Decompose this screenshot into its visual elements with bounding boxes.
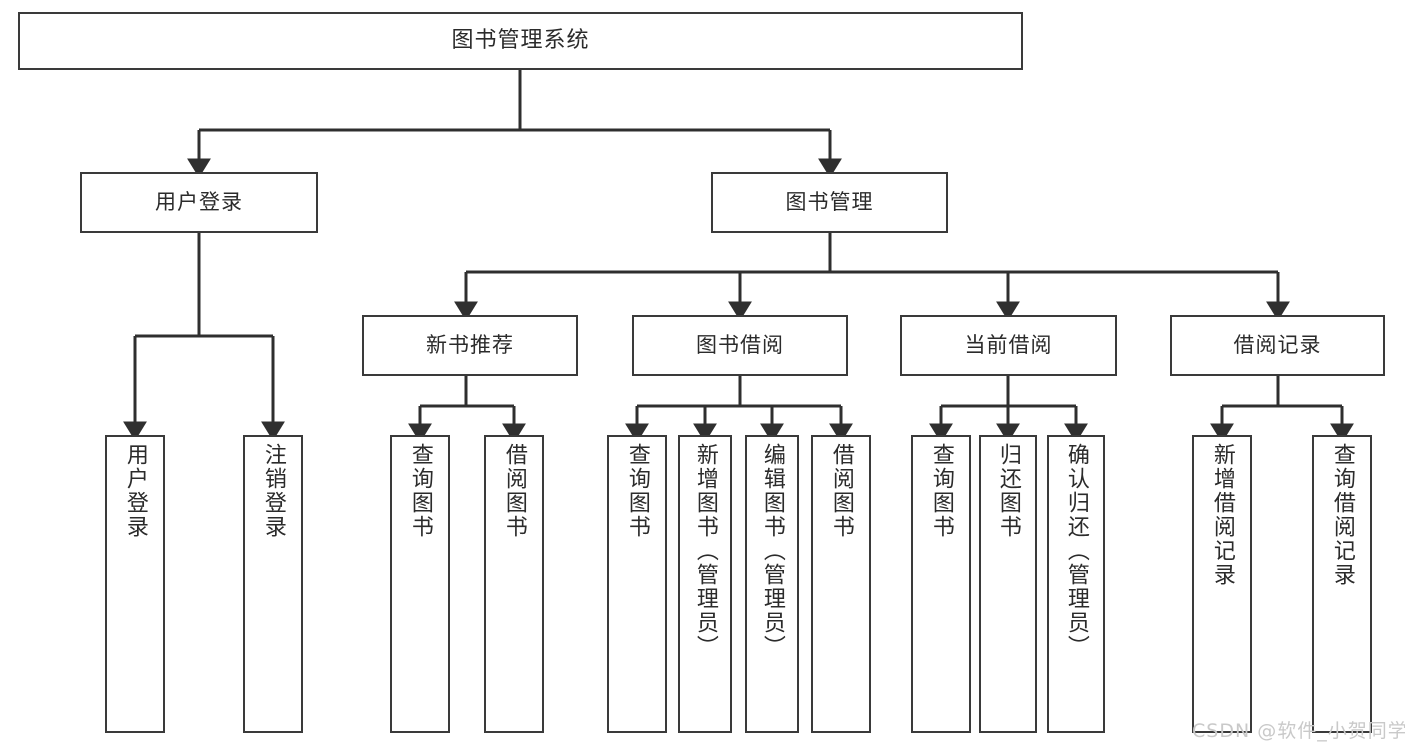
node-label: 当前借阅 — [964, 332, 1053, 357]
node-label: 新书推荐 — [426, 332, 514, 357]
node-leaf-query-book-1[interactable]: 查询图书 — [390, 435, 450, 733]
node-label: 借阅图书 — [828, 443, 854, 539]
node-root-system[interactable]: 图书管理系统 — [18, 12, 1023, 70]
node-leaf-logout-login[interactable]: 注销登录 — [243, 435, 303, 733]
csdn-watermark: CSDN @软件_小贺同学 — [1192, 720, 1405, 742]
node-label: 注销登录 — [260, 443, 286, 539]
node-leaf-user-login[interactable]: 用户登录 — [105, 435, 165, 733]
node-label: 查询图书 — [928, 443, 954, 539]
node-label: 图书管理 — [785, 189, 874, 214]
node-user-login[interactable]: 用户登录 — [80, 172, 318, 233]
node-leaf-edit-book[interactable]: 编辑图书（管理员） — [745, 435, 799, 733]
node-leaf-confirm-return[interactable]: 确认归还（管理员） — [1047, 435, 1105, 733]
node-label: 查询图书 — [407, 443, 433, 539]
node-leaf-borrow-book-2[interactable]: 借阅图书 — [811, 435, 871, 733]
node-label: 图书管理系统 — [451, 27, 590, 53]
node-label: 确认归还（管理员） — [1063, 443, 1089, 659]
node-leaf-query-book-2[interactable]: 查询图书 — [607, 435, 667, 733]
node-leaf-return-book[interactable]: 归还图书 — [979, 435, 1037, 733]
node-leaf-add-record[interactable]: 新增借阅记录 — [1192, 435, 1252, 733]
node-book-management[interactable]: 图书管理 — [711, 172, 948, 233]
node-label: 查询图书 — [624, 443, 650, 539]
node-label: 编辑图书（管理员） — [759, 443, 785, 659]
node-leaf-borrow-book-1[interactable]: 借阅图书 — [484, 435, 544, 733]
node-label: 借阅记录 — [1233, 332, 1322, 357]
node-label: 用户登录 — [122, 443, 148, 539]
node-new-book-recommend[interactable]: 新书推荐 — [362, 315, 578, 376]
node-leaf-add-book[interactable]: 新增图书（管理员） — [678, 435, 732, 733]
node-borrow-record[interactable]: 借阅记录 — [1170, 315, 1385, 376]
node-label: 查询借阅记录 — [1329, 443, 1355, 587]
node-leaf-query-record[interactable]: 查询借阅记录 — [1312, 435, 1372, 733]
node-label: 图书借阅 — [696, 332, 784, 357]
node-leaf-query-book-3[interactable]: 查询图书 — [911, 435, 971, 733]
node-label: 新增借阅记录 — [1209, 443, 1235, 587]
node-current-borrow[interactable]: 当前借阅 — [900, 315, 1117, 376]
node-label: 新增图书（管理员） — [692, 443, 718, 659]
node-label: 用户登录 — [155, 189, 243, 214]
node-book-borrow[interactable]: 图书借阅 — [632, 315, 848, 376]
node-label: 归还图书 — [995, 443, 1021, 539]
node-label: 借阅图书 — [501, 443, 527, 539]
